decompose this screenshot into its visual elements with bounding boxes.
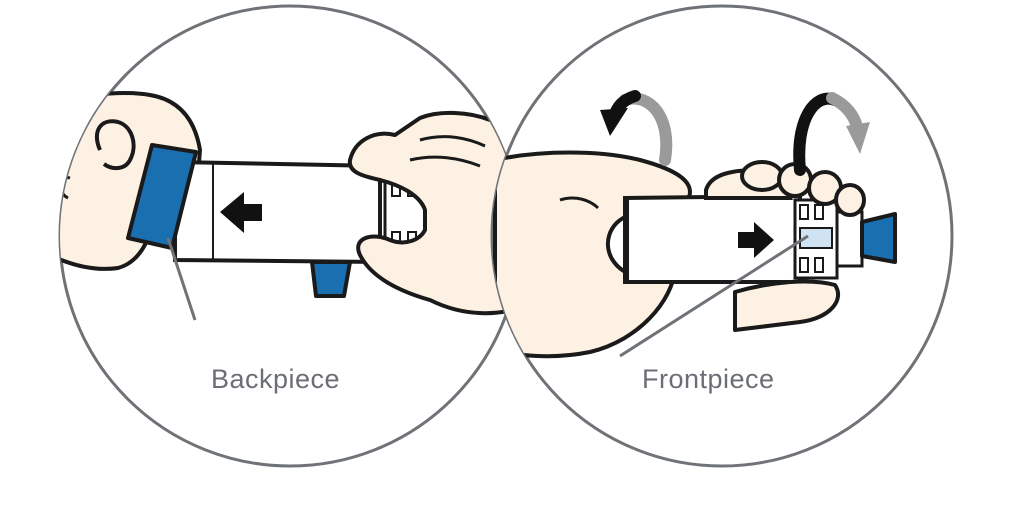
arrow-left-icon bbox=[220, 192, 262, 233]
blue-button bbox=[310, 260, 352, 298]
right-panel bbox=[490, 4, 954, 468]
frontpiece-pointer-line bbox=[619, 234, 809, 358]
rotate-arrow-icon bbox=[600, 90, 673, 166]
device-body-left bbox=[173, 159, 382, 265]
device-body-right bbox=[623, 193, 802, 284]
arrow-right-icon bbox=[738, 222, 774, 258]
frontpiece-window bbox=[799, 227, 833, 249]
rotate-arrow-icon bbox=[793, 92, 870, 176]
backpiece-label: Backpiece bbox=[211, 364, 341, 394]
frontpiece-tip bbox=[860, 212, 897, 264]
left-panel bbox=[58, 4, 522, 468]
backpiece-pointer-line bbox=[166, 237, 197, 321]
right-hand-fingers bbox=[704, 160, 866, 217]
frontpiece-label: Frontpiece bbox=[642, 364, 775, 394]
